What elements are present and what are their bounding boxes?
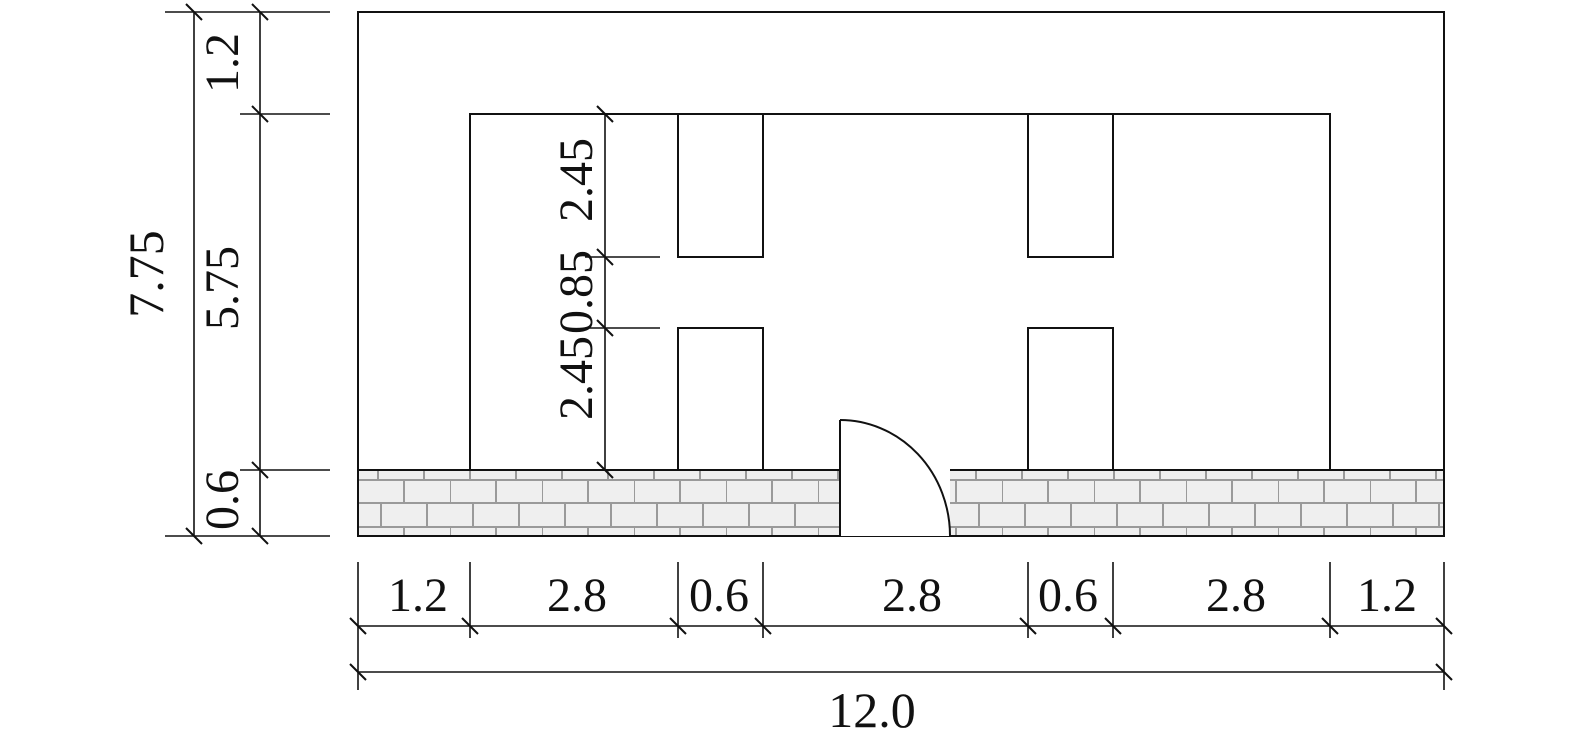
tick-inner-bottom [596, 461, 614, 479]
tick-inner-lower [596, 319, 614, 337]
label-inner-lower: 2.45 [550, 336, 603, 420]
tick-parts-base-top [251, 461, 269, 479]
quarter-arc-door-icon [839, 419, 951, 537]
label-width-seg-7: 1.2 [1357, 569, 1417, 622]
tick-overall-bottom [185, 527, 203, 545]
label-overall-height: 7.75 [118, 230, 174, 318]
label-inner-middle: 0.85 [550, 250, 603, 334]
tick-parts-top [251, 3, 269, 21]
label-height-base: 0.6 [196, 470, 249, 530]
label-width-seg-1: 1.2 [388, 569, 448, 622]
tick-width-right [1435, 663, 1453, 681]
label-height-top: 1.2 [196, 33, 249, 93]
label-width-seg-5: 0.6 [1038, 569, 1098, 622]
inner-frame [469, 113, 1331, 470]
tick-parts-inner-top [251, 105, 269, 123]
tick-inner-upper [596, 248, 614, 266]
tick-inner-top [596, 105, 614, 123]
label-inner-upper: 2.45 [550, 138, 603, 222]
pillar-right-upper [1027, 114, 1114, 258]
tick-parts-bottom [251, 527, 269, 545]
label-width-seg-6: 2.8 [1206, 569, 1266, 622]
brick-band-right [950, 470, 1444, 536]
label-width-seg-2: 2.8 [547, 569, 607, 622]
label-height-middle: 5.75 [196, 246, 249, 330]
segment-ticks [349, 617, 1453, 635]
tick-width-left [349, 663, 367, 681]
tick-overall-top [185, 3, 203, 21]
brick-band-left [358, 470, 840, 536]
label-width-seg-4: 2.8 [882, 569, 942, 622]
label-overall-width: 12.0 [828, 682, 916, 738]
pillar-left-lower [677, 327, 764, 470]
pillar-right-lower [1027, 327, 1114, 470]
pillar-left-upper [677, 114, 764, 258]
label-width-seg-3: 0.6 [689, 569, 749, 622]
